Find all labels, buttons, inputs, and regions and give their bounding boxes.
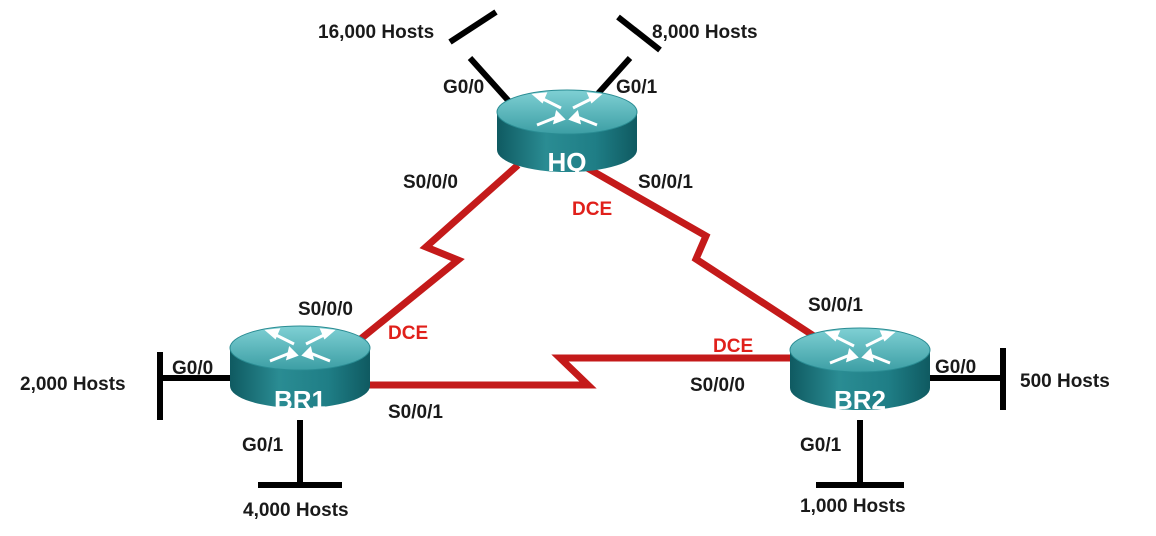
serial-link-hq-br2 (580, 161, 822, 343)
br2-g01-hosts-label: 1,000 Hosts (800, 496, 906, 517)
serial-link-hq-br1 (349, 162, 521, 349)
hq-g00-interface-label: G0/0 (443, 77, 484, 98)
hq-g01-lan-bar (616, 14, 662, 53)
br2-g00-hosts-label: 500 Hosts (1020, 371, 1110, 392)
router-br1[interactable]: BR1 (228, 324, 372, 415)
router-br1-name: BR1 (274, 385, 326, 415)
br1-s001-label: S0/0/1 (388, 402, 443, 423)
br1-g01-hosts-label: 4,000 Hosts (243, 500, 349, 521)
br2-g00-interface-label: G0/0 (935, 357, 976, 378)
hq-g00-lan-line (467, 55, 518, 111)
router-hq-name: HQ (548, 147, 587, 177)
hq-s001-label: S0/0/1 (638, 172, 693, 193)
br1-s000-label: S0/0/0 (298, 299, 353, 320)
hq-br1-dce-label: DCE (388, 323, 428, 344)
br1-br2-dce-label: DCE (713, 336, 753, 357)
br1-g01-interface-label: G0/1 (242, 435, 284, 456)
hq-g01-interface-label: G0/1 (616, 77, 658, 98)
br2-s001-label: S0/0/1 (808, 295, 863, 316)
br1-g00-interface-label: G0/0 (172, 358, 213, 379)
hq-g01-hosts-label: 8,000 Hosts (652, 22, 758, 43)
br2-s000-label: S0/0/0 (690, 375, 745, 396)
router-br2[interactable]: BR2 (788, 326, 932, 415)
serial-links (349, 161, 822, 389)
router-br2-name: BR2 (834, 385, 886, 415)
br1-g00-hosts-label: 2,000 Hosts (20, 374, 126, 395)
br2-g01-interface-label: G0/1 (800, 435, 842, 456)
serial-link-br1-br2 (362, 354, 800, 389)
hq-g00-lan-bar (448, 9, 498, 45)
hq-s000-label: S0/0/0 (403, 172, 458, 193)
router-hq[interactable]: HQ (495, 88, 639, 177)
hq-br2-dce-label: DCE (572, 199, 612, 220)
hq-g00-hosts-label: 16,000 Hosts (318, 22, 434, 43)
